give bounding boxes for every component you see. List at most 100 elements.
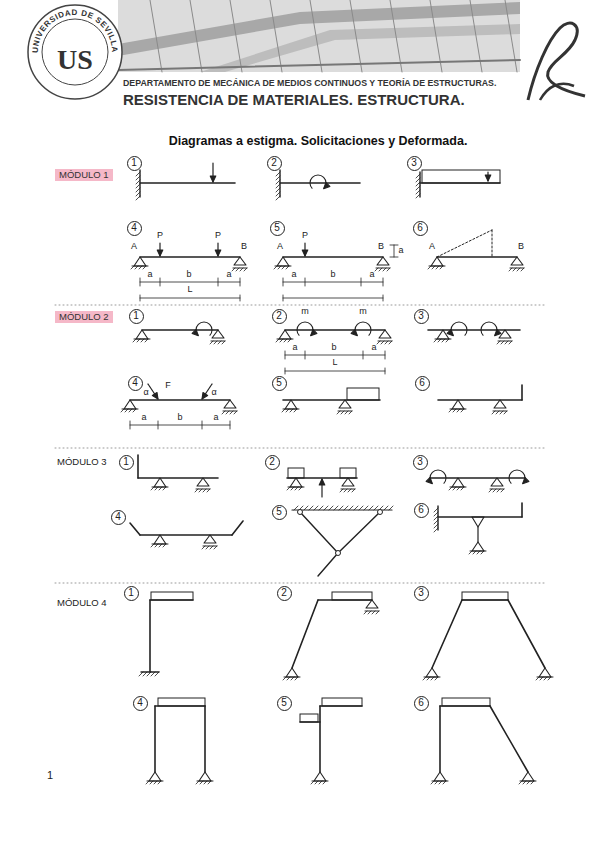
- ground-hatch: [154, 781, 157, 784]
- ground-hatch: [457, 487, 460, 490]
- frame-member: [490, 706, 528, 772]
- ground-hatch: [473, 551, 476, 554]
- force-arrow: [148, 384, 158, 399]
- roller-support: [212, 330, 224, 338]
- wall-hatch: [276, 184, 280, 188]
- ground-hatch: [210, 546, 213, 549]
- exercise-number: 3: [418, 311, 424, 321]
- number-circle: 3: [414, 586, 429, 601]
- pin-support: [290, 478, 302, 487]
- pin-support: [279, 330, 291, 339]
- page-title: Diagramas a estigma. Solicitaciones y De…: [169, 135, 468, 149]
- moment-arc: [310, 175, 326, 189]
- ground-hatch: [131, 266, 134, 269]
- ceiling-hatch: [344, 506, 348, 510]
- dimension-tick: [385, 368, 386, 374]
- dimension-line: [285, 355, 385, 356]
- frame-member: [319, 706, 321, 772]
- base-hatch: [155, 672, 159, 676]
- ground-hatch: [440, 266, 443, 269]
- dimension-tick: [283, 278, 284, 286]
- ground-hatch: [226, 411, 229, 414]
- dimension-line: [140, 282, 240, 283]
- ceiling-hatch: [319, 506, 323, 510]
- dimension-tick: [385, 351, 386, 359]
- distributed-load: [442, 698, 490, 706]
- ground-hatch: [497, 341, 500, 344]
- dimension-tick: [140, 295, 141, 301]
- hinge: [298, 510, 303, 515]
- ground-hatch: [284, 339, 287, 342]
- dimension-tick: [218, 278, 219, 286]
- exercise-number: 5: [276, 507, 282, 517]
- roller-support: [342, 478, 354, 486]
- frame-member: [292, 600, 318, 668]
- ground-hatch: [234, 411, 237, 414]
- beam: [142, 329, 218, 331]
- roller-support: [491, 478, 503, 486]
- ground-hatch: [501, 341, 504, 344]
- number-circle: 2: [265, 455, 280, 470]
- ground-hatch: [446, 339, 449, 342]
- dimension-tick: [363, 351, 364, 359]
- ground-hatch: [376, 611, 379, 614]
- wall-hatch: [434, 528, 438, 532]
- triangular-load: [492, 230, 493, 257]
- ground-hatch: [344, 489, 347, 492]
- ground-hatch: [492, 411, 495, 414]
- distributed-load: [322, 698, 362, 706]
- moment-arc: [430, 470, 446, 484]
- ground-hatch: [282, 266, 285, 269]
- ground-hatch: [218, 341, 221, 344]
- dimension-tick: [305, 278, 306, 286]
- arrow-head: [210, 176, 216, 182]
- support-label: B: [241, 242, 247, 252]
- ground-hatch: [151, 487, 154, 490]
- ceiling-hatch: [354, 506, 358, 510]
- hinge: [336, 551, 341, 556]
- moment-arc: [355, 322, 371, 336]
- pin-support: [452, 478, 464, 487]
- number-circle: 1: [124, 586, 139, 601]
- dimension-tick: [230, 421, 231, 429]
- banner-line: [310, 0, 322, 72]
- dimension-label: L: [187, 285, 192, 295]
- ground-hatch: [383, 268, 386, 271]
- ground-hatch: [469, 551, 472, 554]
- pin-support: [199, 772, 211, 781]
- ground-hatch: [158, 781, 161, 784]
- pin-support: [522, 772, 534, 781]
- department-logo: [528, 23, 585, 100]
- ground-hatch: [129, 409, 132, 412]
- ground-hatch: [143, 266, 146, 269]
- base-hatch: [143, 672, 147, 676]
- pendulum-bar: [477, 527, 478, 542]
- ground-hatch: [206, 546, 209, 549]
- ground-hatch: [145, 339, 148, 342]
- ground-hatch: [461, 409, 464, 412]
- ceiling-hatch: [324, 506, 328, 510]
- ground-hatch: [352, 489, 355, 492]
- exercise-number: 4: [132, 378, 138, 388]
- wall-hatch: [136, 192, 140, 196]
- dimension-tick: [305, 351, 306, 359]
- wall-hatch: [136, 188, 140, 192]
- ground-hatch: [379, 268, 382, 271]
- roller-support: [377, 257, 389, 265]
- number-circle: 2: [272, 309, 287, 324]
- dimension-label: a: [371, 343, 376, 353]
- ground-hatch: [155, 487, 158, 490]
- arrow-head: [157, 250, 163, 256]
- moment-arc: [196, 322, 212, 336]
- ground-hatch: [135, 266, 138, 269]
- wall-hatch: [136, 184, 140, 188]
- beam: [283, 256, 383, 258]
- number-circle: 4: [127, 221, 142, 236]
- pin-support: [136, 330, 148, 339]
- ground-hatch: [151, 544, 154, 547]
- pin-support: [277, 257, 289, 266]
- beam: [428, 329, 520, 331]
- roller-support: [511, 257, 523, 265]
- ceiling-hatch: [359, 506, 363, 510]
